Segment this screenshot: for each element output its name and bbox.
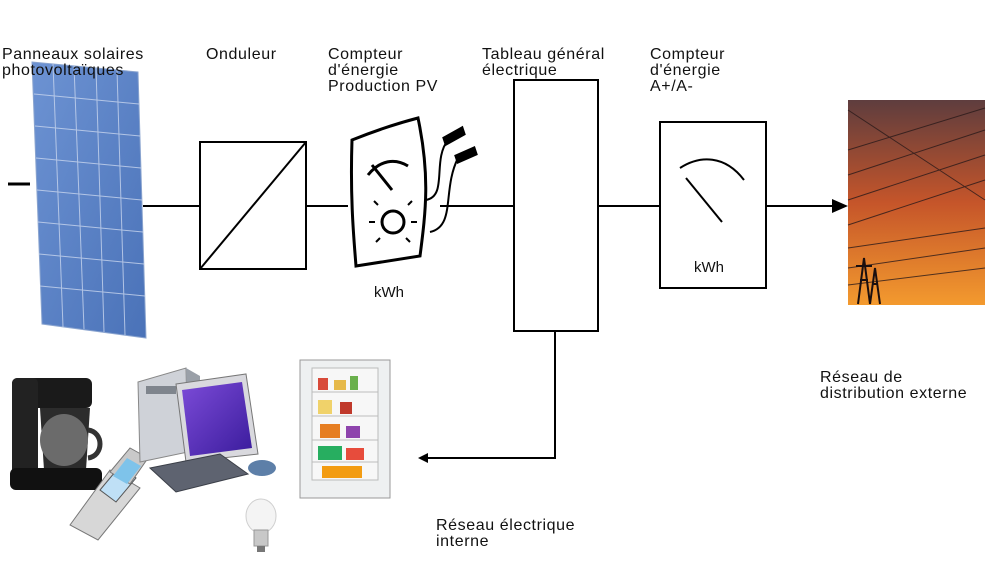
pv-meter-icon <box>349 116 478 268</box>
inverter-box <box>199 141 307 270</box>
panel-board-box <box>513 79 599 332</box>
arrow-to-grid-icon <box>832 199 848 213</box>
coffee-maker-icon <box>10 378 103 490</box>
mobile-phone-icon <box>69 447 149 541</box>
label-inverter: Onduleur <box>206 46 277 63</box>
solar-panel-icon <box>8 61 147 339</box>
wiring <box>143 205 836 459</box>
power-grid-photo <box>847 100 986 305</box>
grid-meter-unit: kWh <box>694 259 724 276</box>
refrigerator-icon <box>299 359 391 499</box>
arrow-to-internal-icon <box>418 453 428 463</box>
grid-meter-box <box>659 121 767 289</box>
pv-meter-unit: kWh <box>374 284 404 301</box>
desktop-computer-icon <box>137 367 276 493</box>
light-bulb-icon <box>245 498 277 552</box>
